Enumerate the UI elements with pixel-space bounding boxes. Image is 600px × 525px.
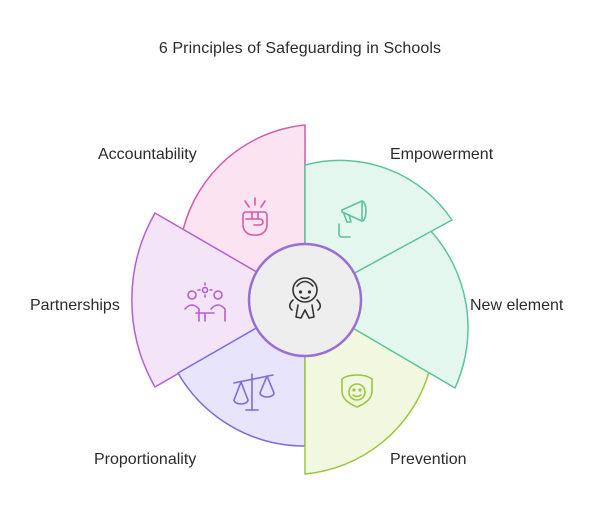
people-meeting-icon	[184, 282, 226, 322]
label-new-element: New element	[470, 297, 564, 314]
label-proportionality: Proportionality	[94, 451, 197, 468]
page-title: 6 Principles of Safeguarding in Schools	[158, 40, 442, 57]
segment-partnerships[interactable]	[131, 212, 306, 388]
shield-face-icon	[341, 374, 373, 408]
balance-scale-icon	[233, 373, 275, 411]
raised-fist-icon	[242, 197, 268, 236]
label-partnerships: Partnerships	[30, 297, 120, 314]
child-icon	[288, 277, 322, 319]
label-prevention: Prevention	[390, 451, 467, 468]
label-empowerment: Empowerment	[390, 146, 494, 163]
center-circle	[247, 242, 363, 358]
megaphone-icon	[338, 200, 367, 238]
label-accountability: Accountability	[98, 146, 197, 163]
segment-new-element[interactable]	[304, 228, 469, 389]
